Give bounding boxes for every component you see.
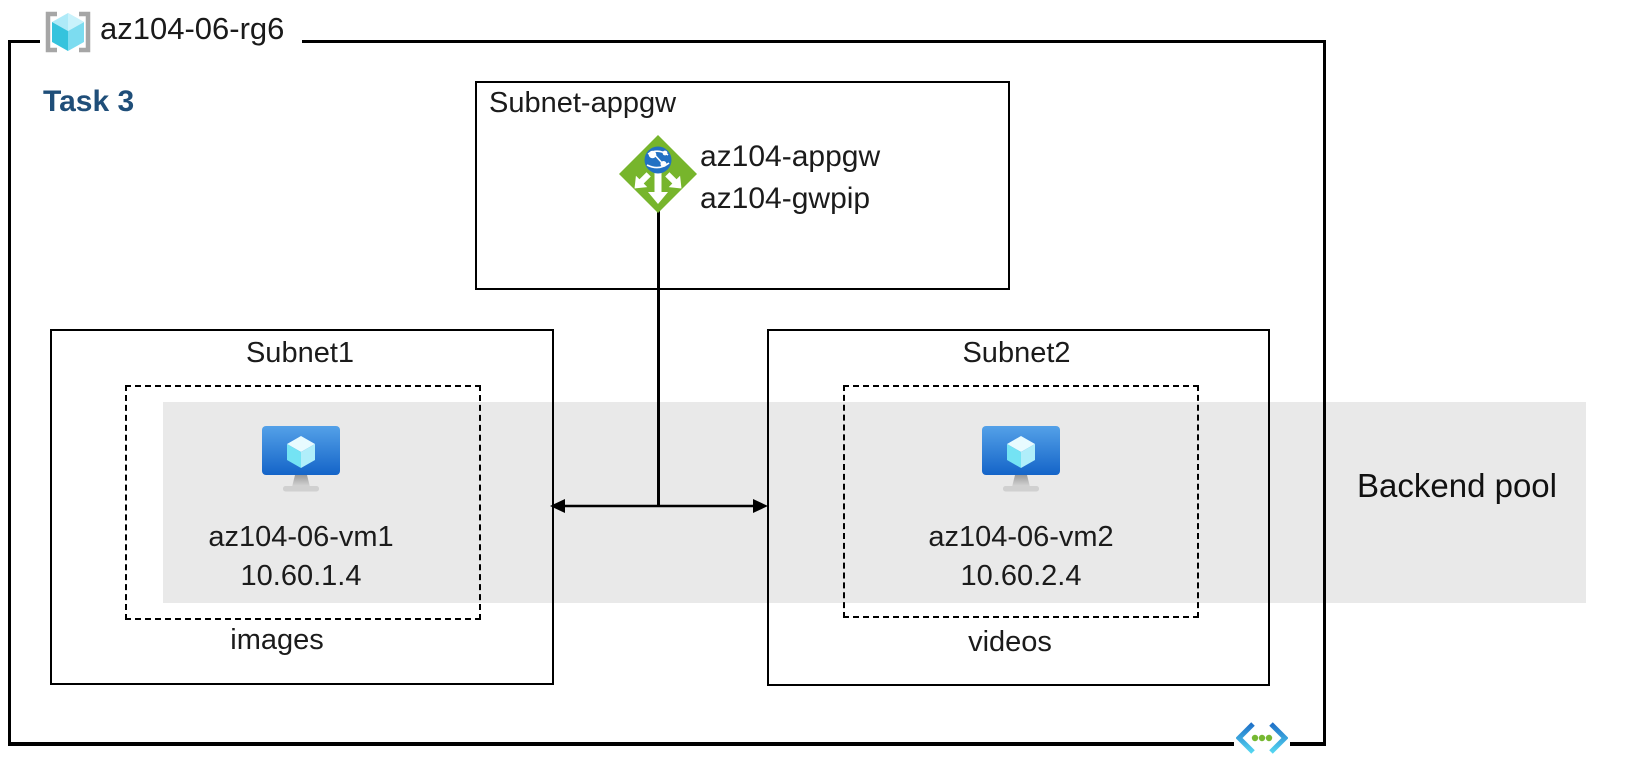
vm2-dashed-box [843,385,1199,618]
task-label: Task 3 [43,85,135,118]
backend-pool-band [163,402,1586,603]
gateway-labels: az104-appgw az104-gwpip [700,136,880,220]
vm1-ip: 10.60.1.4 [240,560,362,592]
subnet-appgw-box [475,81,1010,290]
vm1-dashed-box [125,385,481,620]
videos-label: videos [968,626,1052,658]
subnet-appgw-label: Subnet-appgw [489,87,677,119]
vm1-labels: az104-06-vm1 10.60.1.4 [151,518,451,596]
vm2-labels: az104-06-vm2 10.60.2.4 [871,518,1171,596]
virtual-machine-icon [982,426,1060,492]
application-gateway-icon [619,135,697,213]
backend-pool-label: Backend pool [1357,467,1557,504]
subnet1-label: Subnet1 [245,337,355,369]
connector-line [657,211,660,507]
images-label: images [230,624,324,656]
gateway-name: az104-appgw [700,140,881,173]
resource-group-legend-gap [40,34,302,46]
subnet2-label: Subnet2 [962,337,1071,369]
virtual-machine-icon [262,426,340,492]
resource-group-icon [45,11,91,53]
bidirectional-arrow-icon [550,499,768,513]
vm2-name: az104-06-vm2 [928,521,1114,553]
vm2-ip: 10.60.2.4 [960,560,1082,592]
gateway-public-ip: az104-gwpip [700,182,871,215]
vm1-name: az104-06-vm1 [208,521,394,553]
resource-group-name: az104-06-rg6 [100,11,285,46]
subnet2-box [767,329,1270,686]
resource-group-box [8,40,1326,746]
virtual-network-icon [1236,722,1288,754]
